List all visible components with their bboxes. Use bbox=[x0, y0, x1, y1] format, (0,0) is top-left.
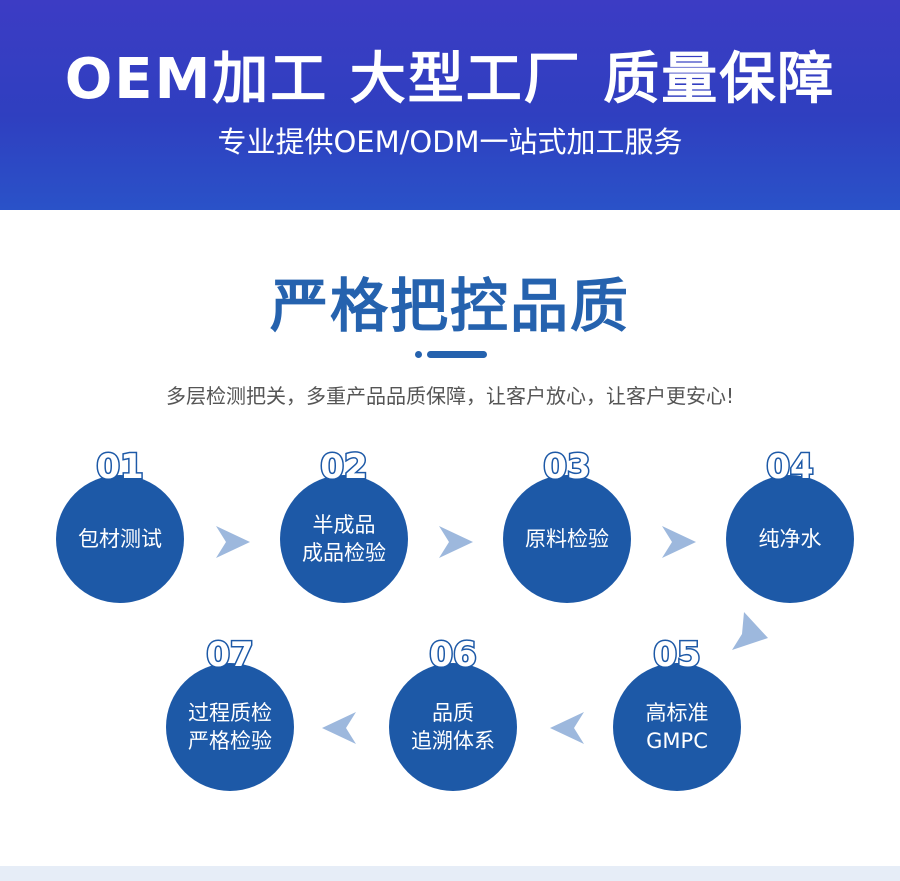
step-label: 高标准 GMPC bbox=[645, 701, 709, 753]
title-underline-bar bbox=[427, 351, 487, 358]
header-banner: OEM加工 大型工厂 质量保障 专业提供OEM/ODM一站式加工服务 bbox=[0, 0, 900, 210]
banner-subtitle: 专业提供OEM/ODM一站式加工服务 bbox=[217, 125, 683, 159]
step-number: 07 bbox=[205, 634, 255, 677]
step-circle: 过程质检 严格检验 bbox=[166, 663, 294, 791]
step-circle: 纯净水 bbox=[726, 475, 854, 603]
banner-title: OEM加工 大型工厂 质量保障 bbox=[64, 47, 836, 112]
step-02: 半成品 成品检验 02 bbox=[280, 446, 408, 603]
step-circle: 原料检验 bbox=[503, 475, 631, 603]
arrow-right-icon bbox=[216, 526, 250, 558]
step-01: 包材测试 01 bbox=[56, 446, 184, 603]
section-description: 多层检测把关，多重产品品质保障，让客户放心，让客户更安心! bbox=[165, 384, 735, 408]
step-label: 半成品 成品检验 bbox=[302, 513, 386, 565]
title-underline-dot bbox=[415, 351, 422, 358]
step-circle: 高标准 GMPC bbox=[613, 663, 741, 791]
step-circle: 半成品 成品检验 bbox=[280, 475, 408, 603]
bottom-divider bbox=[0, 866, 900, 881]
step-number: 01 bbox=[95, 446, 145, 489]
step-05: 高标准 GMPC 05 bbox=[613, 634, 741, 791]
step-label: 纯净水 bbox=[758, 527, 822, 551]
step-number: 04 bbox=[765, 446, 815, 489]
step-label: 原料检验 bbox=[525, 527, 609, 551]
step-label: 包材测试 bbox=[78, 527, 162, 551]
step-circle: 品质 追溯体系 bbox=[389, 663, 517, 791]
step-07: 过程质检 严格检验 07 bbox=[166, 634, 294, 791]
arrow-down-left-icon bbox=[732, 612, 768, 650]
arrow-right-icon bbox=[662, 526, 696, 558]
arrow-right-icon bbox=[439, 526, 473, 558]
step-number: 06 bbox=[428, 634, 478, 677]
step-06: 品质 追溯体系 06 bbox=[389, 634, 517, 791]
step-label: 品质 追溯体系 bbox=[411, 701, 495, 753]
step-circle: 包材测试 bbox=[56, 475, 184, 603]
step-label: 过程质检 严格检验 bbox=[188, 701, 272, 753]
section-title: 严格把控品质 bbox=[269, 272, 630, 340]
arrow-left-icon bbox=[322, 712, 356, 744]
step-number: 02 bbox=[319, 446, 369, 489]
step-04: 纯净水 04 bbox=[726, 446, 854, 603]
arrow-left-icon bbox=[550, 712, 584, 744]
step-number: 05 bbox=[652, 634, 702, 677]
step-03: 原料检验 03 bbox=[503, 446, 631, 603]
step-number: 03 bbox=[542, 446, 592, 489]
